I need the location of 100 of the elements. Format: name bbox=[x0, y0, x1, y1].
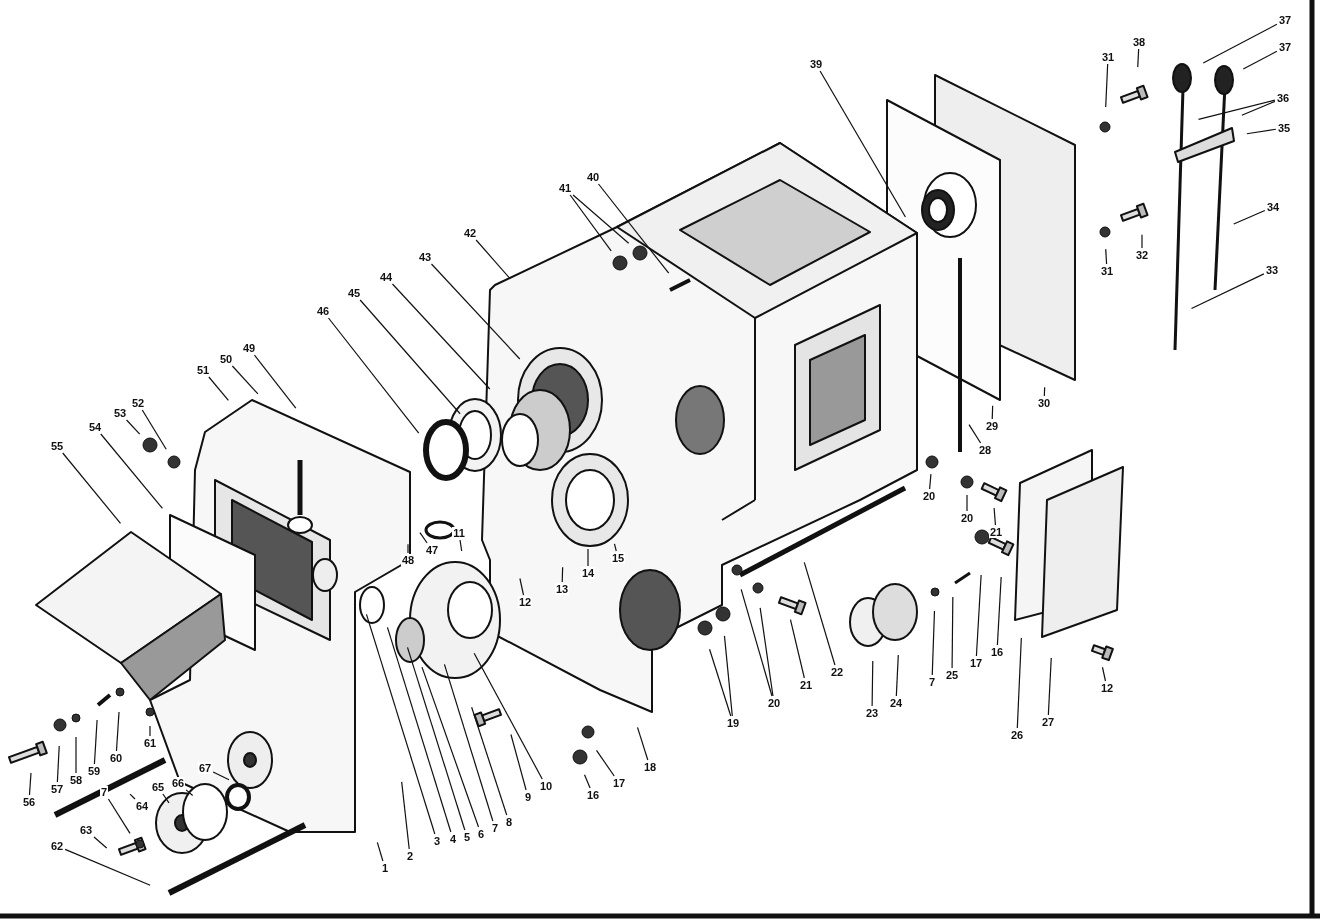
leader-line bbox=[1105, 63, 1109, 108]
callout-number: 10 bbox=[538, 780, 554, 792]
leader-line bbox=[1016, 637, 1022, 729]
callout-number: 33 bbox=[1264, 264, 1280, 276]
leader-line bbox=[1233, 209, 1266, 225]
leader-line bbox=[1137, 48, 1140, 68]
leader-line bbox=[519, 577, 525, 596]
leader-line bbox=[561, 566, 564, 583]
leader-line bbox=[572, 194, 630, 244]
leader-line bbox=[253, 354, 297, 409]
leader-line bbox=[975, 574, 982, 657]
leader-line bbox=[115, 711, 120, 752]
leader-line bbox=[931, 610, 936, 676]
callout-number: 21 bbox=[798, 679, 814, 691]
callout-number: 26 bbox=[1009, 729, 1025, 741]
leader-line bbox=[419, 531, 428, 544]
leader-line bbox=[430, 263, 521, 360]
callout-number: 41 bbox=[557, 182, 573, 194]
callout-number: 53 bbox=[112, 407, 128, 419]
leader-line bbox=[1101, 666, 1107, 682]
callout-number: 62 bbox=[49, 840, 65, 852]
callout-number: 60 bbox=[108, 752, 124, 764]
leader-line bbox=[929, 473, 932, 490]
callout-number: 36 bbox=[1275, 92, 1291, 104]
leader-line bbox=[406, 646, 466, 831]
leader-line bbox=[789, 619, 805, 679]
callout-number: 28 bbox=[977, 444, 993, 456]
leader-line bbox=[365, 613, 436, 835]
callout-number: 39 bbox=[808, 58, 824, 70]
leader-line bbox=[569, 194, 612, 252]
leader-line bbox=[1047, 657, 1052, 716]
callout-number: 7 bbox=[927, 676, 937, 688]
leader-line bbox=[386, 626, 452, 833]
callout-number: 54 bbox=[87, 421, 103, 433]
leader-line bbox=[1246, 128, 1277, 135]
leader-line bbox=[64, 848, 151, 886]
leader-line bbox=[162, 793, 170, 804]
callout-number: 5 bbox=[462, 831, 472, 843]
callout-number: 21 bbox=[988, 526, 1004, 538]
callout-number: 34 bbox=[1265, 201, 1281, 213]
callout-number: 19 bbox=[725, 717, 741, 729]
leader-line bbox=[510, 733, 527, 791]
callout-number: 31 bbox=[1100, 51, 1116, 63]
leader-line bbox=[56, 745, 60, 783]
callout-number: 3 bbox=[432, 835, 442, 847]
leader-line bbox=[819, 70, 907, 218]
leader-line bbox=[212, 771, 230, 781]
callout-number: 61 bbox=[142, 737, 158, 749]
leader-line bbox=[595, 749, 615, 777]
leader-line bbox=[443, 663, 494, 822]
leader-line bbox=[583, 774, 591, 789]
callout-number: 20 bbox=[766, 697, 782, 709]
leader-line bbox=[951, 596, 954, 669]
leader-line bbox=[613, 543, 617, 552]
leader-line bbox=[407, 543, 409, 554]
leader-line bbox=[376, 841, 384, 862]
leader-line bbox=[141, 409, 167, 450]
leader-line bbox=[803, 561, 836, 666]
callout-number: 4 bbox=[448, 833, 458, 845]
callout-number: 11 bbox=[452, 527, 466, 539]
callout-number: 8 bbox=[504, 816, 514, 828]
callout-number: 57 bbox=[49, 783, 65, 795]
callout-number: 9 bbox=[523, 791, 533, 803]
leader-line bbox=[391, 283, 491, 390]
callout-number: 44 bbox=[378, 271, 394, 283]
callout-number: 25 bbox=[944, 669, 960, 681]
leader-line bbox=[966, 494, 968, 512]
leader-line bbox=[129, 793, 136, 800]
leader-line bbox=[473, 652, 543, 780]
callout-number: 27 bbox=[1040, 716, 1056, 728]
leader-line bbox=[636, 726, 649, 761]
callout-number: 38 bbox=[1131, 36, 1147, 48]
callout-number: 47 bbox=[424, 544, 440, 556]
callout-number: 32 bbox=[1134, 249, 1150, 261]
leader-line bbox=[28, 772, 32, 796]
leader-line bbox=[740, 588, 773, 697]
leader-line bbox=[149, 725, 151, 737]
callout-number: 6 bbox=[476, 828, 486, 840]
callout-number: 49 bbox=[241, 342, 257, 354]
callout-number: 45 bbox=[346, 287, 362, 299]
leader-line bbox=[996, 576, 1002, 646]
leader-line bbox=[327, 317, 420, 434]
callout-number: 40 bbox=[585, 171, 601, 183]
leader-line bbox=[125, 419, 141, 435]
leader-line bbox=[993, 507, 997, 526]
callout-number: 64 bbox=[134, 800, 150, 812]
callout-number: 22 bbox=[829, 666, 845, 678]
callout-number: 51 bbox=[195, 364, 211, 376]
leader-line bbox=[231, 365, 259, 395]
callout-number: 7 bbox=[490, 822, 500, 834]
callout-number: 16 bbox=[585, 789, 601, 801]
callout-number: 52 bbox=[130, 397, 146, 409]
callout-number: 46 bbox=[315, 305, 331, 317]
callout-number: 65 bbox=[150, 781, 166, 793]
callout-number: 42 bbox=[462, 227, 478, 239]
leader-line bbox=[1202, 23, 1278, 64]
callout-number: 37 bbox=[1277, 41, 1293, 53]
callout-number: 24 bbox=[888, 697, 904, 709]
callout-number: 2 bbox=[405, 850, 415, 862]
leader-line bbox=[1190, 273, 1265, 310]
